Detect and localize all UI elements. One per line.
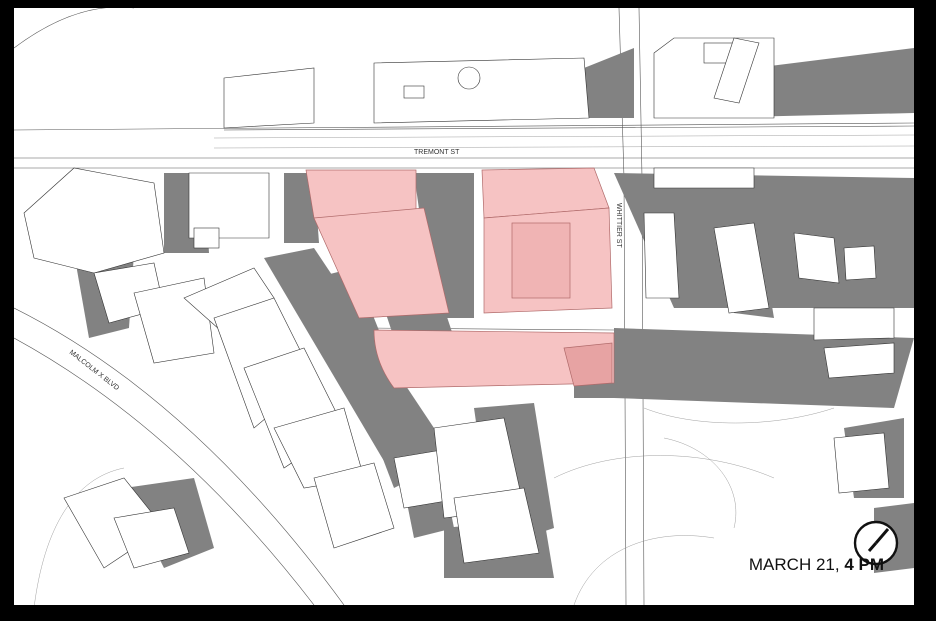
site-plan-map: TREMONT ST WHITTIER ST MALCOLM X BLVD MA… — [14, 8, 914, 605]
street-label-malcolm-x: MALCOLM X BLVD — [68, 349, 120, 392]
proposed-project — [305, 167, 615, 389]
caption-date: MARCH 21, — [748, 555, 840, 574]
clock-icon — [853, 520, 899, 566]
street-label-tremont: TREMONT ST — [414, 149, 460, 156]
site-plan-svg: TREMONT ST WHITTIER ST MALCOLM X BLVD — [14, 8, 914, 605]
caption-time: 4 PM — [844, 555, 884, 574]
street-label-whittier: WHITTIER ST — [615, 203, 622, 248]
time-caption: MARCH 21, 4 PM — [749, 555, 884, 575]
existing-buildings — [23, 37, 895, 569]
